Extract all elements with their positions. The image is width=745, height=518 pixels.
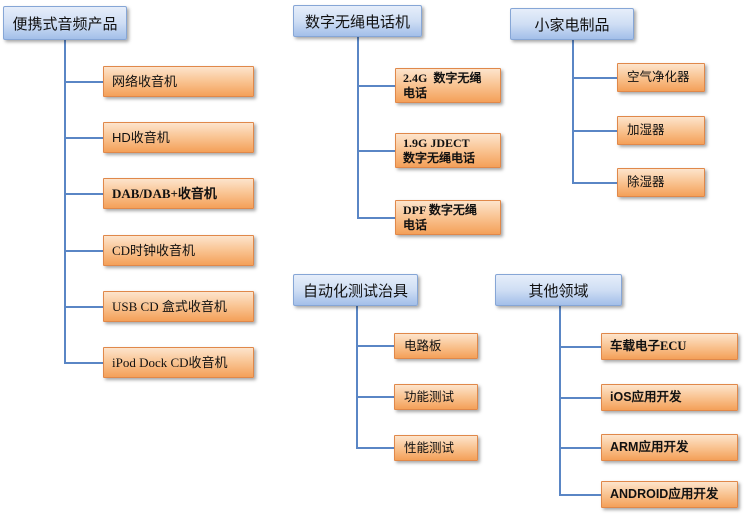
humidifier-node: 加湿器 [617, 116, 705, 145]
hd-radio-node: HD收音机 [103, 122, 254, 153]
other-fields-header: 其他领域 [495, 274, 622, 306]
branch-line [64, 193, 103, 195]
1-9g-jdect-cordless-phone-node: 1.9G JDECT 数字无绳电话 [395, 133, 501, 168]
usb-cd-cassette-radio-node: USB CD 盒式收音机 [103, 291, 254, 322]
branch-line [64, 306, 103, 308]
ios-development-node: iOS应用开发 [601, 384, 738, 411]
branch-line [572, 77, 617, 79]
trunk-line [356, 306, 358, 449]
ipod-dock-cd-radio-node: iPod Dock CD收音机 [103, 347, 254, 378]
trunk-line [64, 40, 66, 364]
branch-line [356, 396, 394, 398]
branch-line [357, 217, 395, 219]
function-test-node: 功能测试 [394, 384, 478, 410]
branch-line [64, 81, 103, 83]
trunk-line [559, 306, 561, 496]
cordless-phones-header: 数字无绳电话机 [293, 5, 422, 37]
branch-line [559, 494, 601, 496]
dab-radio-node: DAB/DAB+收音机 [103, 178, 254, 209]
arm-development-node: ARM应用开发 [601, 434, 738, 461]
test-fixtures-header: 自动化测试治具 [293, 274, 418, 306]
2-4g-cordless-phone-node: 2.4G 数字无绳 电话 [395, 68, 501, 103]
branch-line [64, 362, 103, 364]
android-development-node: ANDROID应用开发 [601, 481, 738, 508]
network-radio-node: 网络收音机 [103, 66, 254, 97]
dehumidifier-node: 除湿器 [617, 168, 705, 197]
trunk-line [572, 40, 574, 184]
branch-line [64, 250, 103, 252]
air-purifier-node: 空气净化器 [617, 63, 705, 92]
automotive-ecu-node: 车载电子ECU [601, 333, 738, 360]
small-appliances-header: 小家电制品 [510, 8, 634, 40]
dpf-cordless-phone-node: DPF 数字无绳 电话 [395, 200, 501, 235]
circuit-board-node: 电路板 [394, 333, 478, 359]
branch-line [64, 137, 103, 139]
branch-line [572, 130, 617, 132]
cd-clock-radio-node: CD时钟收音机 [103, 235, 254, 266]
branch-line [356, 447, 394, 449]
trunk-line [357, 37, 359, 219]
branch-line [559, 397, 601, 399]
performance-test-node: 性能测试 [394, 435, 478, 461]
branch-line [559, 447, 601, 449]
branch-line [356, 345, 394, 347]
branch-line [357, 85, 395, 87]
branch-line [572, 182, 617, 184]
branch-line [357, 150, 395, 152]
portable-audio-header: 便携式音频产品 [3, 6, 127, 40]
branch-line [559, 346, 601, 348]
